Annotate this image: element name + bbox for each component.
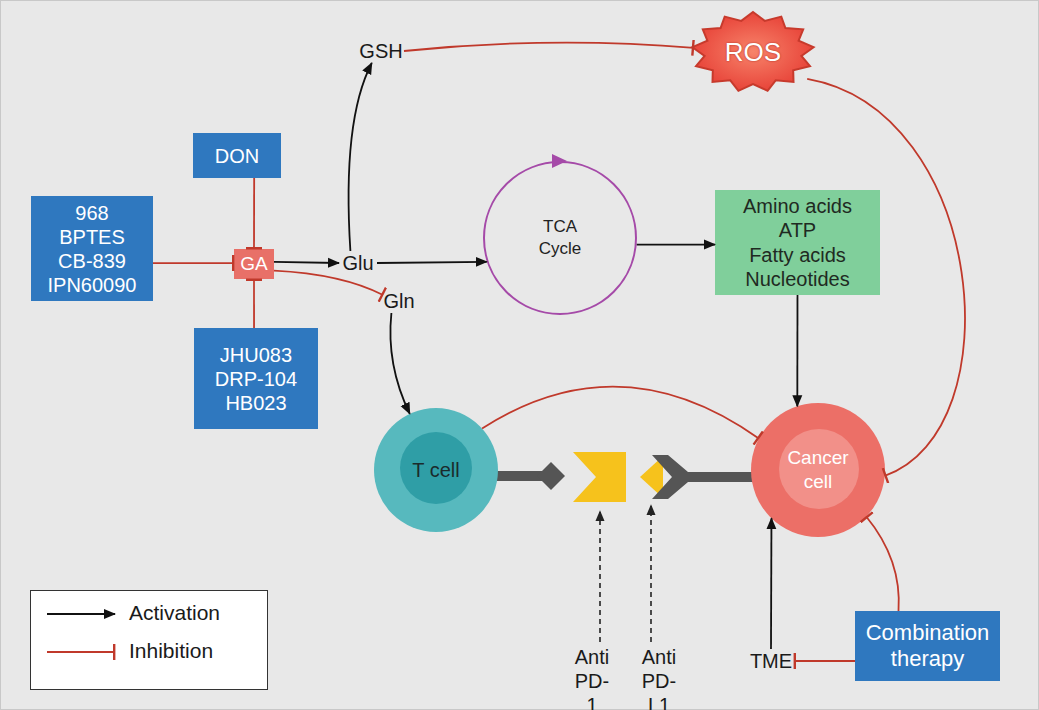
legend-text: Inhibition (129, 639, 213, 663)
activation-arrow (796, 295, 798, 406)
inhibitor-box: JHU083DRP-104HB023 (194, 328, 318, 429)
node-text: Fatty acids (749, 243, 846, 267)
label-wrapper: Anti PD-L1 (609, 645, 709, 710)
dashed-leader (650, 506, 652, 642)
node-text: CB-839 (58, 249, 126, 273)
antibody-label: Anti PD-L1 (642, 645, 676, 710)
metabolite-node: GSH (358, 39, 404, 63)
anti-pd1-antibody (573, 452, 626, 502)
pdl1-ligand (652, 455, 760, 499)
node-text: GA (240, 253, 267, 275)
node-text: HB023 (225, 391, 286, 415)
inhibition-connector (866, 517, 899, 611)
antibody-label: Anti PD-1 (575, 645, 609, 710)
metabolite-node: Gln (380, 289, 418, 313)
node-text: ROS (725, 37, 781, 68)
node-text: DRP-104 (215, 367, 297, 391)
inhibition-connector (404, 43, 694, 51)
legend-sample (43, 637, 123, 667)
dashed-leader (599, 512, 601, 642)
node-text: Glu (342, 252, 373, 275)
activation-arrow (770, 518, 772, 649)
node-text: TME (750, 650, 792, 673)
inhibition-connector (253, 279, 255, 328)
legend-text: Activation (129, 601, 220, 625)
inhibitor-box: DON (193, 133, 281, 178)
node-text: ATP (779, 218, 816, 242)
label-wrapper: Anti PD-1 (542, 645, 642, 710)
tme-node: TME (748, 649, 794, 673)
node-text: DON (215, 144, 259, 168)
legend-sample (43, 599, 123, 629)
inhibitor-box: 968BPTESCB-839IPN60090 (31, 196, 153, 301)
legend-row: Activation (31, 599, 267, 629)
inhibition-connector (274, 271, 383, 295)
cell-nucleus (779, 429, 859, 509)
inhibition-connector (153, 262, 234, 264)
cancer-cell: Cancer cell (751, 403, 885, 537)
therapy-box: Combination therapy (855, 611, 1000, 681)
product-box: Amino acidsATPFatty acidsNucleotides (715, 190, 880, 295)
node-text: T cell (412, 459, 459, 482)
node-text: Amino acids (743, 194, 852, 218)
node-text: Nucleotides (745, 267, 850, 291)
metabolite-node: Glu (339, 251, 377, 275)
node-text: 968 (75, 201, 108, 225)
node-text: BPTES (59, 225, 125, 249)
ros-starburst: ROS (690, 10, 816, 94)
activation-arrow (274, 262, 339, 263)
legend-row: Inhibition (31, 637, 267, 667)
enzyme-box: GA (234, 249, 274, 279)
activation-arrow (390, 313, 409, 414)
activation-arrow (637, 244, 715, 246)
t-cell: T cell (374, 408, 498, 532)
node-text: Combination therapy (866, 620, 990, 673)
activation-arrow (349, 63, 372, 251)
inhibition-connector (482, 387, 759, 439)
node-text: GSH (359, 40, 402, 63)
node-text: JHU083 (220, 343, 292, 367)
pd1-receptor (537, 462, 565, 490)
cycle-circle: TCA Cycle (483, 161, 637, 315)
node-text: Cancer cell (787, 446, 848, 494)
node-text: TCA Cycle (539, 216, 582, 260)
activation-arrow (377, 262, 487, 263)
node-text: IPN60090 (48, 273, 137, 297)
inhibition-connector (794, 660, 855, 662)
inhibition-connector (253, 178, 255, 249)
starburst-shape (692, 12, 813, 91)
node-text: Gln (383, 290, 414, 313)
legend-box: ActivationInhibition (30, 590, 268, 690)
